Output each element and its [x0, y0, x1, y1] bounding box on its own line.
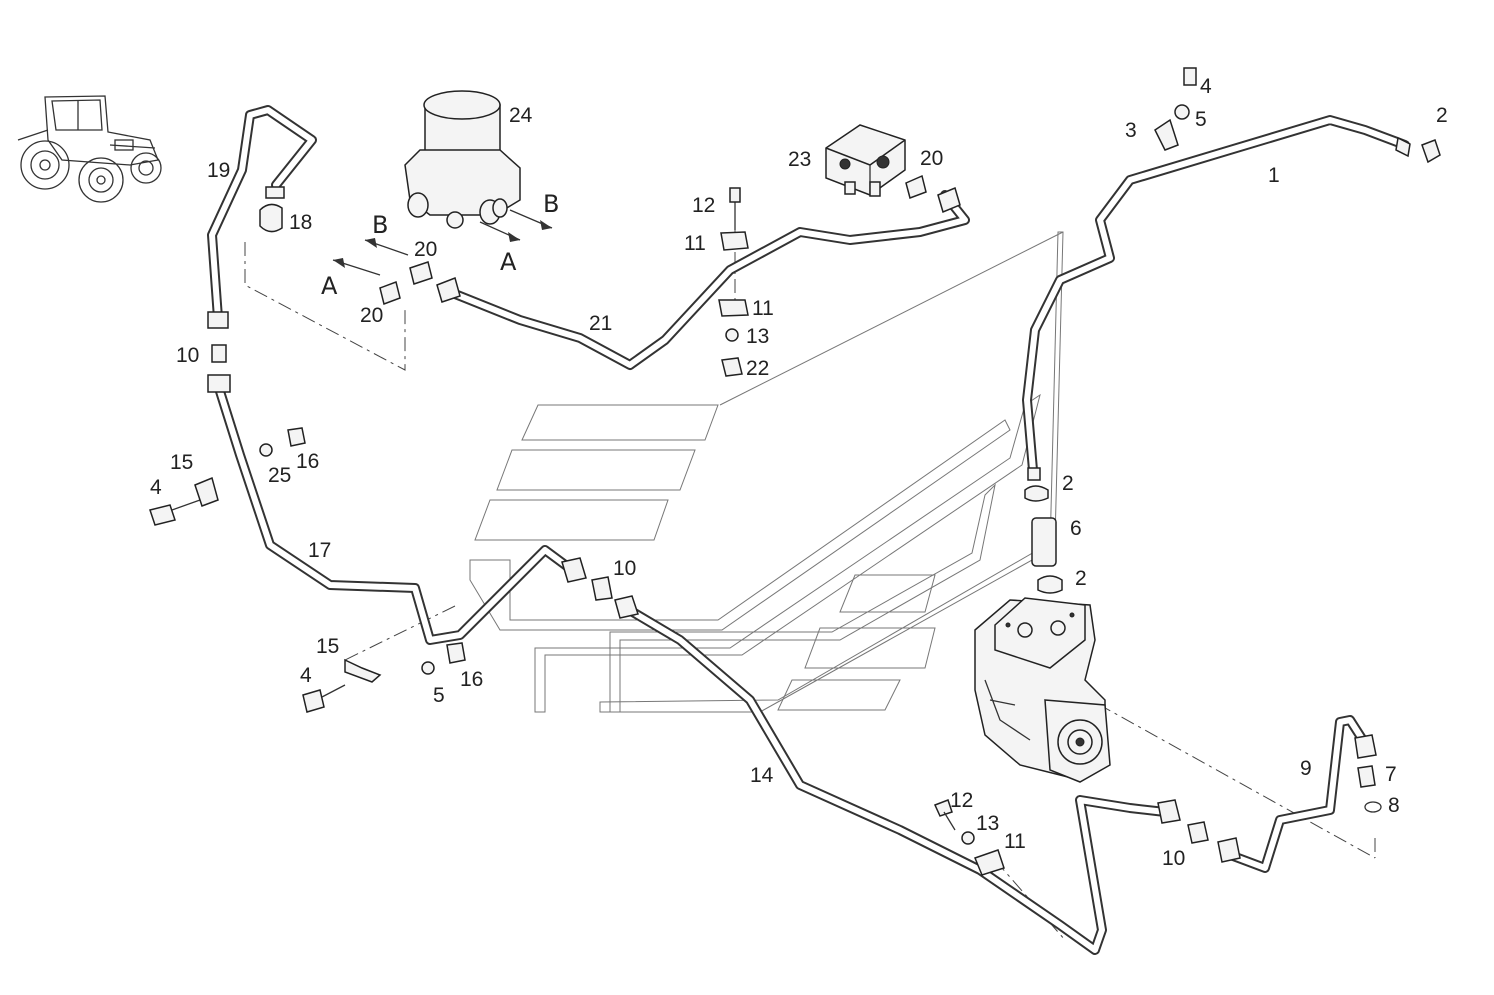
label-18: 18: [289, 211, 312, 234]
label-12: 12: [692, 194, 715, 217]
label-7: 7: [1385, 763, 1397, 786]
label-13: 13: [746, 325, 769, 348]
label-16: 16: [296, 450, 319, 473]
valve-block: [825, 124, 906, 197]
label-19: 19: [207, 159, 230, 182]
flow-label-a-left: A: [321, 272, 338, 300]
label-20: 20: [360, 304, 383, 327]
label-5: 5: [433, 684, 445, 707]
label-2: 2: [1062, 472, 1074, 495]
label-11: 11: [1004, 830, 1026, 853]
label-4: 4: [300, 664, 312, 687]
label-10: 10: [613, 557, 636, 580]
part-labels: 1 2 2 2 3 4 4 4 5 5 6 7 8 9 10 10 10 11 …: [150, 75, 1448, 870]
label-4: 4: [150, 476, 162, 499]
label-15: 15: [170, 451, 193, 474]
label-12: 12: [950, 789, 973, 812]
label-22: 22: [746, 357, 769, 380]
pipe-1: [1022, 115, 1410, 475]
air-compressor: [974, 597, 1111, 783]
label-3: 3: [1125, 119, 1137, 142]
label-10: 10: [1162, 847, 1185, 870]
label-11: 11: [752, 297, 774, 320]
flow-arrows: [332, 209, 553, 276]
label-13: 13: [976, 812, 999, 835]
label-21: 21: [589, 312, 612, 335]
label-20: 20: [920, 147, 943, 170]
label-11: 11: [684, 232, 706, 255]
label-14: 14: [750, 764, 774, 787]
label-1: 1: [1268, 164, 1280, 187]
label-15: 15: [316, 635, 339, 658]
flow-letters: B A B A: [321, 190, 559, 300]
label-4: 4: [1200, 75, 1212, 98]
label-25: 25: [268, 464, 291, 487]
label-20: 20: [414, 238, 437, 261]
pipe-17: [213, 380, 577, 645]
pipe-21: [440, 190, 970, 370]
label-23: 23: [788, 148, 811, 171]
flow-label-a-right: A: [500, 248, 517, 276]
label-10: 10: [176, 344, 199, 367]
label-9: 9: [1300, 757, 1312, 780]
pipe-9: [1220, 715, 1371, 873]
label-2: 2: [1436, 104, 1448, 127]
label-8: 8: [1388, 794, 1400, 817]
fittings: [149, 67, 1441, 876]
label-16: 16: [460, 668, 483, 691]
label-5: 5: [1195, 108, 1207, 131]
label-24: 24: [509, 104, 533, 127]
label-17: 17: [308, 539, 331, 562]
air-dryer: [404, 90, 521, 229]
label-2: 2: [1075, 567, 1087, 590]
flow-label-b-right: B: [543, 190, 559, 218]
pipes: [207, 105, 1410, 955]
label-6: 6: [1070, 517, 1082, 540]
flow-label-b-left: B: [372, 211, 388, 239]
tractor-icon: [17, 95, 162, 203]
